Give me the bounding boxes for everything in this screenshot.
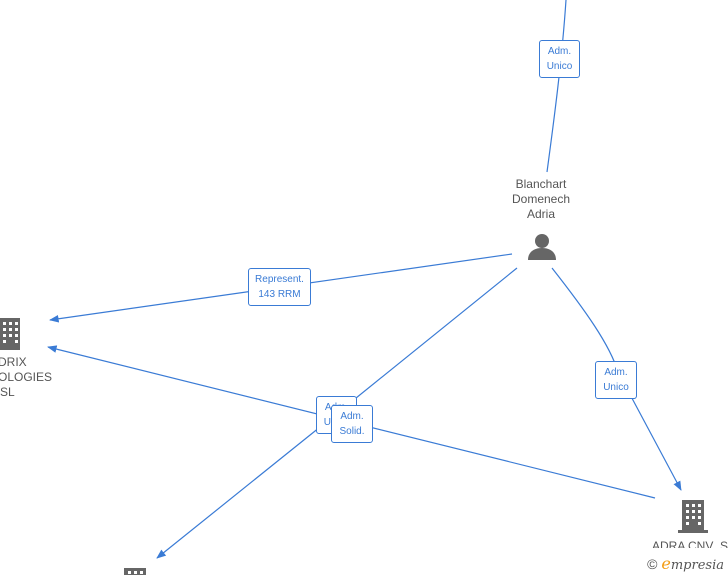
brand-initial: e [661, 554, 671, 573]
person-name-line-2: Domenech [511, 192, 571, 206]
company-right-node-label[interactable]: ADRA CNV_SL [652, 539, 728, 548]
edge-top-to-person [546, 0, 567, 173]
edge-label-line-2: Unico [546, 61, 573, 72]
person-name-line-3: Adria [526, 207, 555, 221]
person-name-line-1: Blanchart [515, 177, 567, 191]
brand-name: mpresia [670, 558, 724, 573]
person-icon[interactable] [528, 234, 556, 260]
company-left-line-1: DRIX [0, 355, 27, 369]
company-left-line-2: OLOGIES [0, 370, 53, 384]
copyright-icon: © [647, 556, 658, 572]
building-icon[interactable] [124, 568, 146, 575]
company-right-line-1: ADRA CNV_SL [652, 539, 728, 548]
building-icon[interactable] [678, 500, 708, 533]
company-left-line-3: SL [0, 385, 15, 399]
edge-label-line-1: Represent. [255, 274, 304, 285]
edge-label-line-1: Adm. [340, 411, 364, 422]
empresia-watermark: ©empresia [647, 554, 724, 573]
edge-label-line-2: Unico [603, 382, 629, 393]
building-icon[interactable] [0, 318, 20, 350]
edge-label-line-2: 143 RRM [258, 289, 301, 300]
company-left-node-label[interactable]: DRIX OLOGIES SL [0, 355, 54, 400]
edge-label-line-1: Adm. [604, 367, 628, 378]
edge-label-line-1: Adm. [547, 46, 572, 57]
edge-label-represent[interactable]: Represent. 143 RRM [248, 268, 311, 306]
edge-label-adm-solid[interactable]: Adm. Solid. [331, 405, 373, 443]
edge-label-adm-unico-top[interactable]: Adm. Unico [539, 40, 580, 78]
person-node-label[interactable]: Blanchart Domenech Adria [500, 177, 582, 222]
edge-label-line-2: Solid. [339, 426, 365, 437]
edge-label-adm-unico-right[interactable]: Adm. Unico [595, 361, 637, 399]
